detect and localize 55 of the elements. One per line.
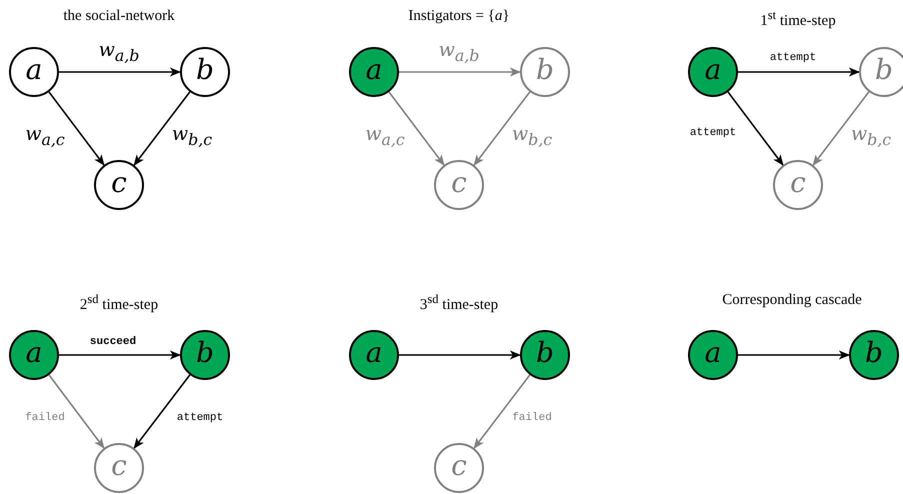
- node-label: a: [26, 339, 42, 367]
- node-label: c: [111, 169, 127, 197]
- node-circle: [773, 160, 823, 210]
- node-label: a: [26, 56, 42, 84]
- arrow: [399, 350, 522, 360]
- node-circle: [180, 330, 230, 380]
- node-label: c: [451, 169, 467, 197]
- arrow: [399, 68, 522, 76]
- arrow: [59, 68, 182, 76]
- node-circle: [520, 47, 570, 97]
- arrow: [812, 91, 870, 166]
- node-circle: [688, 330, 738, 380]
- arrow: [48, 92, 105, 166]
- panel-title: Corresponding cascade: [722, 292, 862, 309]
- node-label: b: [536, 339, 554, 367]
- node-circle: [849, 330, 899, 380]
- node-circle: [180, 47, 230, 97]
- node-circle: [859, 47, 903, 97]
- node-circle: [520, 330, 570, 380]
- arrow: [133, 91, 190, 166]
- node-label: a: [704, 339, 722, 367]
- arrow: [48, 374, 105, 449]
- arrow: [727, 92, 784, 166]
- panel-title: 2$^{sd}$ time-step: [80, 292, 158, 314]
- arrow: [59, 350, 182, 360]
- node-circle: [94, 160, 144, 210]
- node-circle: [434, 443, 484, 493]
- node-label: c: [111, 452, 127, 480]
- node-label: b: [196, 339, 214, 367]
- node-label: a: [366, 56, 382, 84]
- node-circle: [349, 47, 399, 97]
- arrow: [473, 91, 530, 166]
- node-circle: [434, 160, 484, 210]
- panel-title: the social-network: [63, 8, 175, 25]
- arrow: [473, 374, 530, 449]
- arrow: [738, 350, 850, 360]
- node-circle: [9, 47, 59, 97]
- panel-title: Instigators = {a}: [408, 8, 510, 25]
- node-circle: [349, 330, 399, 380]
- node-label: c: [451, 452, 467, 480]
- node-label: b: [865, 339, 883, 367]
- panel-title: 1$^{st}$ time-step: [760, 8, 836, 30]
- node-label: b: [196, 56, 214, 84]
- node-label: a: [366, 339, 382, 367]
- node-circle: [9, 330, 59, 380]
- node-label: b: [875, 56, 893, 84]
- panel-title: 3$^{sd}$ time-step: [420, 292, 498, 314]
- arrow: [133, 374, 190, 449]
- node-circle: [688, 47, 738, 97]
- arrow: [388, 92, 445, 166]
- arrow: [738, 68, 860, 76]
- node-label: c: [790, 169, 806, 197]
- node-label: b: [536, 56, 554, 84]
- node-circle: [94, 443, 144, 493]
- node-label: a: [704, 56, 722, 84]
